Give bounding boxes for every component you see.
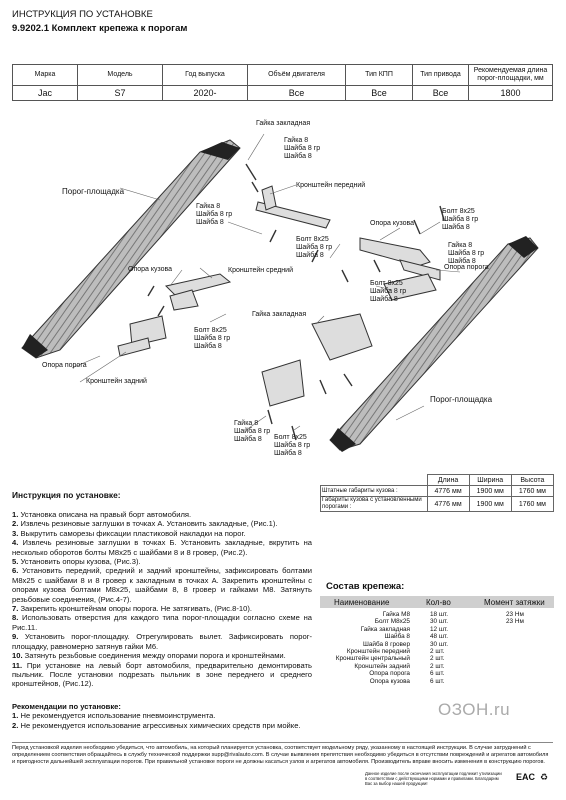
spec-header: Год выпуска bbox=[162, 64, 248, 86]
rear-bracket bbox=[117, 315, 167, 357]
assembly-diagram bbox=[21, 133, 539, 452]
spec-header: Рекомендуемая длина порог-площадки, мм bbox=[468, 64, 553, 86]
recycle-icon: ♻ bbox=[540, 772, 549, 782]
label-right-fasteners-2: Гайка 8 Шайба 8 гр Шайба 8 bbox=[448, 242, 485, 265]
spec-value: S7 bbox=[77, 85, 163, 101]
eac-mark: EAC bbox=[516, 772, 536, 782]
kit-header-torque: Момент затяжки bbox=[484, 598, 545, 607]
front-bracket bbox=[255, 185, 331, 229]
label-bottom-left-fasteners: Гайка 8 Шайба 8 гр Шайба 8 bbox=[234, 420, 271, 443]
list-item: 2. Не рекомендуется использование агресс… bbox=[12, 720, 301, 730]
label-kronshtein-peredniy: Кронштейн передний bbox=[296, 182, 366, 189]
label-porog-ploshadka-right: Порог-площадка bbox=[430, 395, 493, 404]
dim-header: Ширина bbox=[468, 474, 512, 486]
list-item: 7. Закрепить кронштейнам опоры порога. Н… bbox=[12, 604, 252, 614]
label-opora-poroga-left: Опора порога bbox=[42, 362, 87, 369]
list-item: 6. Установить передний, средний и задний… bbox=[12, 566, 312, 604]
kit-title: Состав крепежа: bbox=[326, 581, 405, 592]
kit-header: Наименование Кол-во Момент затяжки bbox=[320, 596, 554, 608]
label-kronshtein-sredniy: Кронштейн средний bbox=[228, 267, 293, 274]
dim-value: 1900 мм bbox=[468, 496, 512, 512]
dim-value: 4776 мм bbox=[426, 496, 470, 512]
spec-value: Все bbox=[345, 85, 413, 101]
spec-header: Марка bbox=[12, 64, 78, 86]
spec-header: Модель bbox=[77, 64, 163, 86]
label-porog-ploshadka-left: Порог-площадка bbox=[62, 187, 125, 196]
recommendations-title: Рекомендации по установке: bbox=[12, 702, 121, 711]
middle-bracket bbox=[165, 273, 232, 311]
label-top-fasteners: Гайка 8 Шайба 8 гр Шайба 8 bbox=[284, 137, 321, 160]
leader-lines bbox=[71, 133, 461, 431]
label-mid-right-bolt: Болт 8х25 Шайба 8 гр Шайба 8 bbox=[370, 280, 407, 303]
dim-value: 4776 мм bbox=[426, 485, 470, 497]
list-item: 3. Выкрутить саморезы фиксации пластиков… bbox=[12, 528, 246, 538]
doc-title: ИНСТРУКЦИЯ ПО УСТАНОВКЕ bbox=[12, 9, 153, 20]
bolt-marks bbox=[147, 163, 445, 441]
body-support-right bbox=[359, 237, 441, 281]
step-board-left bbox=[21, 139, 241, 359]
dim-header: Высота bbox=[510, 474, 555, 486]
list-item: 1. Установка описана на правый борт авто… bbox=[12, 510, 192, 519]
instructions-title: Инструкция по установке: bbox=[12, 490, 121, 500]
label-opora-kuzova-right: Опора кузова bbox=[370, 220, 415, 227]
spec-header: Тип привода bbox=[412, 64, 469, 86]
spec-value: 2020- bbox=[162, 85, 248, 101]
spec-value: 1800 bbox=[468, 85, 553, 101]
label-center-bolt: Болт 8х25 Шайба 8 гр Шайба 8 bbox=[296, 236, 333, 259]
list-item: 8. Использовать отверстия для каждого ти… bbox=[12, 613, 312, 632]
dim-row-label: Габариты кузова с установленными порогам… bbox=[320, 496, 428, 512]
spec-table: Марка Модель Год выпуска Объём двигателя… bbox=[12, 64, 553, 101]
spec-value: Все bbox=[412, 85, 469, 101]
list-item: 9. Установить порог-площадку. Отрегулиро… bbox=[12, 632, 312, 651]
label-gayka-zakladnaya-mid: Гайка закладная bbox=[252, 311, 307, 318]
label-right-bolt: Болт 8х25 Шайба 8 гр Шайба 8 bbox=[442, 208, 479, 231]
spec-value: Jac bbox=[12, 85, 78, 101]
dim-header: Длина bbox=[426, 474, 470, 486]
spec-value: Все bbox=[247, 85, 346, 101]
dimensions-table: Длина Ширина Высота Штатные габариты куз… bbox=[320, 474, 555, 512]
list-item: 10. Затянуть резьбовые соединения между … bbox=[12, 651, 286, 661]
step-support-lower bbox=[261, 273, 437, 407]
watermark: ОЗОН.ru bbox=[438, 700, 511, 719]
label-opora-kuzova-left: Опора кузова bbox=[128, 266, 173, 273]
footer-disposal-note: Данное изделие после окончания эксплуата… bbox=[365, 771, 502, 786]
label-opora-poroga-right: Опора порога bbox=[444, 264, 489, 271]
list-item: 1. Не рекомендуется использование пневмо… bbox=[12, 711, 216, 721]
spec-header: Тип КПП bbox=[345, 64, 413, 86]
dim-value: 1760 мм bbox=[510, 485, 555, 497]
dim-value: 1900 мм bbox=[468, 485, 512, 497]
label-bottom-right-bolt: Болт 8х25 Шайба 8 гр Шайба 8 bbox=[274, 434, 311, 457]
list-item: 5. Установить опоры кузова, (Рис.3). bbox=[12, 557, 141, 567]
label-left-bolt: Болт 8х25 Шайба 8 гр Шайба 8 bbox=[194, 327, 231, 350]
instructions-list: 1. Установка описана на правый борт авто… bbox=[12, 510, 312, 689]
kit-header-qty: Кол-во bbox=[426, 598, 451, 607]
list-item: 2. Извлечь резиновые заглушки в точках А… bbox=[12, 519, 278, 529]
kit-header-name: Наименование bbox=[334, 598, 390, 607]
spec-header: Объём двигателя bbox=[247, 64, 346, 86]
list-item: 11. При установке на левый борт автомоби… bbox=[12, 660, 312, 689]
label-left-fasteners: Гайка 8 Шайба 8 гр Шайба 8 bbox=[196, 203, 233, 226]
label-gayka-zakladnaya-top: Гайка закладная bbox=[256, 120, 311, 127]
recommendations: Рекомендации по установке: 1. Не рекомен… bbox=[12, 702, 312, 730]
list-item: 4. Извлечь резиновые заглушки в точках Б… bbox=[12, 538, 312, 557]
doc-subtitle: 9.9202.1 Комплект крепежа к порогам bbox=[12, 23, 188, 34]
label-kronshtein-zadniy: Кронштейн задний bbox=[86, 378, 147, 385]
dim-value: 1760 мм bbox=[510, 496, 555, 512]
footer-text: Перед установкой изделия необходимо убед… bbox=[12, 742, 553, 766]
step-board-right bbox=[329, 236, 539, 452]
dim-row-label: Штатные габариты кузова : bbox=[320, 485, 428, 497]
